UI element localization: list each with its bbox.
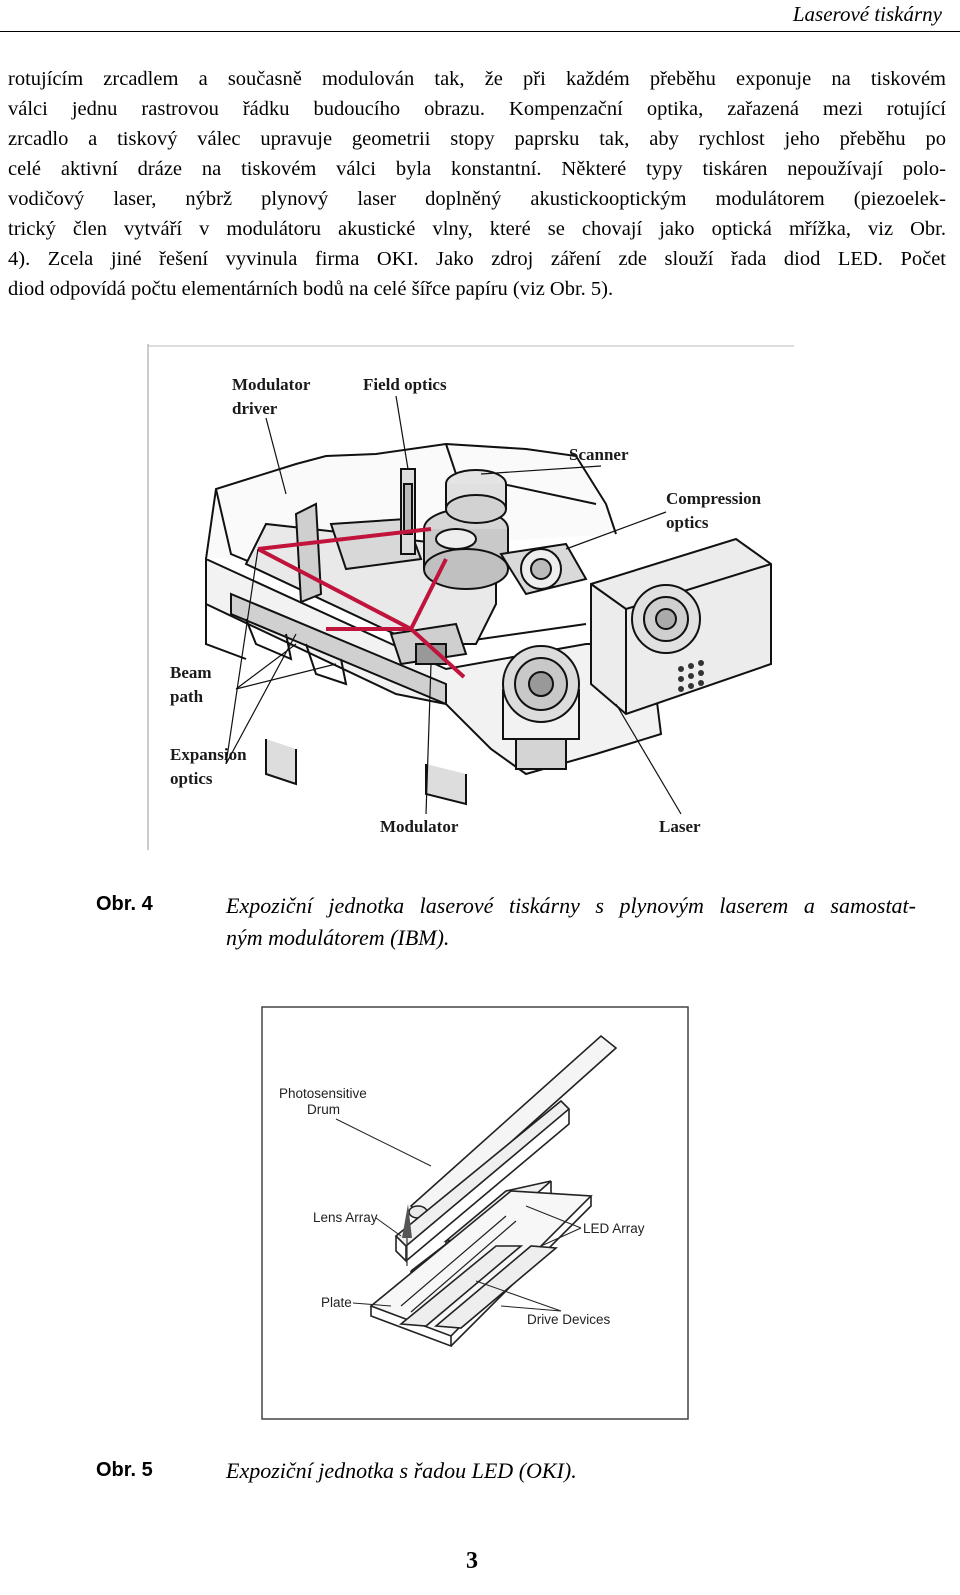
figure-4-label: Obr. 4 — [96, 893, 153, 915]
label-photosensitive-line2: Drum — [307, 1102, 340, 1117]
label-plate: Plate — [321, 1295, 352, 1310]
label-expansion-optics-line1: Expansion — [170, 745, 247, 764]
text-line: válci jednu rastrovou řádku budoucího ob… — [8, 98, 946, 120]
printer-chassis — [205, 442, 772, 806]
label-compression-optics-line1: Compression — [666, 489, 762, 508]
text-line: zrcadlo a tiskový válec upravuje geometr… — [8, 128, 946, 150]
text-line: celé aktivní dráze na tiskovém válci byl… — [8, 158, 946, 180]
label-field-optics: Field optics — [363, 375, 447, 394]
text-line: trický člen vytváří v modulátoru akustic… — [8, 218, 946, 240]
label-expansion-optics-line2: optics — [170, 769, 213, 788]
label-scanner: Scanner — [569, 445, 629, 464]
body-paragraph: rotujícím zrcadlem a současně modulován … — [8, 64, 946, 304]
label-modulator-driver-line1: Modulator — [232, 375, 311, 394]
caption-line: ným modulátorem (IBM). — [226, 925, 450, 950]
label-photosensitive-line1: Photosensitive — [279, 1086, 367, 1101]
text-line: vodičový laser, nýbrž plynový laser dopl… — [8, 188, 946, 210]
figure-5-label: Obr. 5 — [96, 1459, 153, 1481]
figure-4-illustration: Modulator driver Field optics Scanner Co… — [146, 344, 796, 852]
text-line: rotujícím zrcadlem a současně modulován … — [8, 68, 946, 90]
page-number: 3 — [466, 1548, 478, 1574]
figure-4-caption: Expoziční jednotka laserové tiskárny s p… — [226, 890, 916, 954]
figure-5-illustration: Photosensitive Drum Lens Array LED Array… — [261, 1006, 689, 1420]
label-led-array: LED Array — [583, 1221, 645, 1236]
label-modulator-driver-line2: driver — [232, 399, 278, 418]
label-modulator: Modulator — [380, 817, 459, 836]
leader-lines — [225, 395, 682, 815]
header-rule — [0, 31, 960, 32]
label-lens-array: Lens Array — [313, 1210, 378, 1225]
text-line: 4). Zcela jiné řešení vyvinula firma OKI… — [8, 248, 946, 270]
figure-5-leader-lines — [335, 1118, 582, 1312]
label-beam-path-line1: Beam — [170, 663, 212, 682]
label-drive-devices: Drive Devices — [527, 1312, 611, 1327]
label-compression-optics-line2: optics — [666, 513, 709, 532]
text-line: diod odpovídá počtu elementárních bodů n… — [8, 278, 614, 300]
figure-5-caption: Expoziční jednotka s řadou LED (OKI). — [226, 1458, 577, 1483]
laser-beam-path — [257, 527, 466, 679]
caption-line: Expoziční jednotka laserové tiskárny s p… — [226, 893, 916, 918]
running-header: Laserové tiskárny — [792, 2, 942, 26]
label-laser: Laser — [659, 817, 701, 836]
label-beam-path-line2: path — [170, 687, 204, 706]
